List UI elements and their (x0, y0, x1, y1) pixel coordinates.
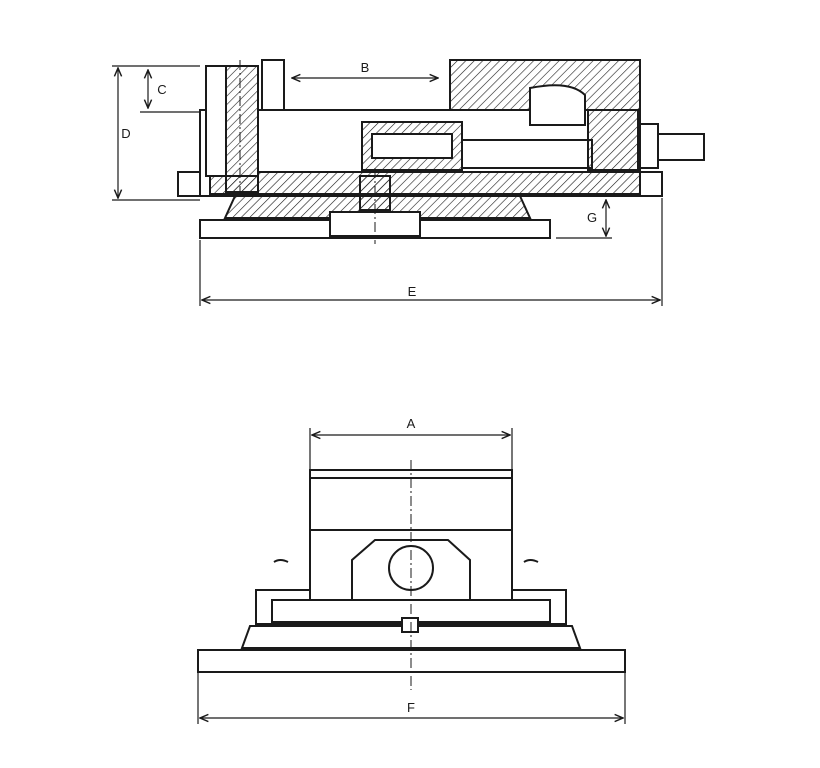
label-G: G (587, 210, 597, 225)
label-A: A (407, 416, 416, 431)
dimension-A: A (309, 416, 513, 470)
jaw-bolt (261, 59, 285, 111)
fixed-jaw-section (225, 65, 259, 193)
center-key (401, 617, 419, 633)
dimension-C: C (140, 70, 200, 113)
dimension-B: B (292, 60, 438, 78)
dimension-D: D (112, 65, 200, 201)
label-F: F (407, 700, 415, 715)
spindle-inner (371, 133, 453, 159)
spindle (461, 139, 593, 169)
label-B: B (361, 60, 370, 75)
left-handle-mark (273, 559, 289, 563)
label-D: D (121, 126, 130, 141)
label-C: C (157, 82, 166, 97)
front-view (197, 460, 626, 690)
side-section-view (177, 59, 705, 244)
dimension-G: G (556, 200, 612, 239)
spindle-collar (639, 123, 659, 169)
body-bottom-section (209, 171, 641, 195)
bearing-housing (587, 109, 639, 171)
label-E: E (408, 284, 417, 299)
jaw-cavity (529, 84, 586, 126)
dimension-F: F (197, 672, 626, 724)
right-handle-mark (523, 559, 539, 563)
spindle-square-end (657, 133, 705, 161)
dimension-E: E (199, 198, 663, 306)
